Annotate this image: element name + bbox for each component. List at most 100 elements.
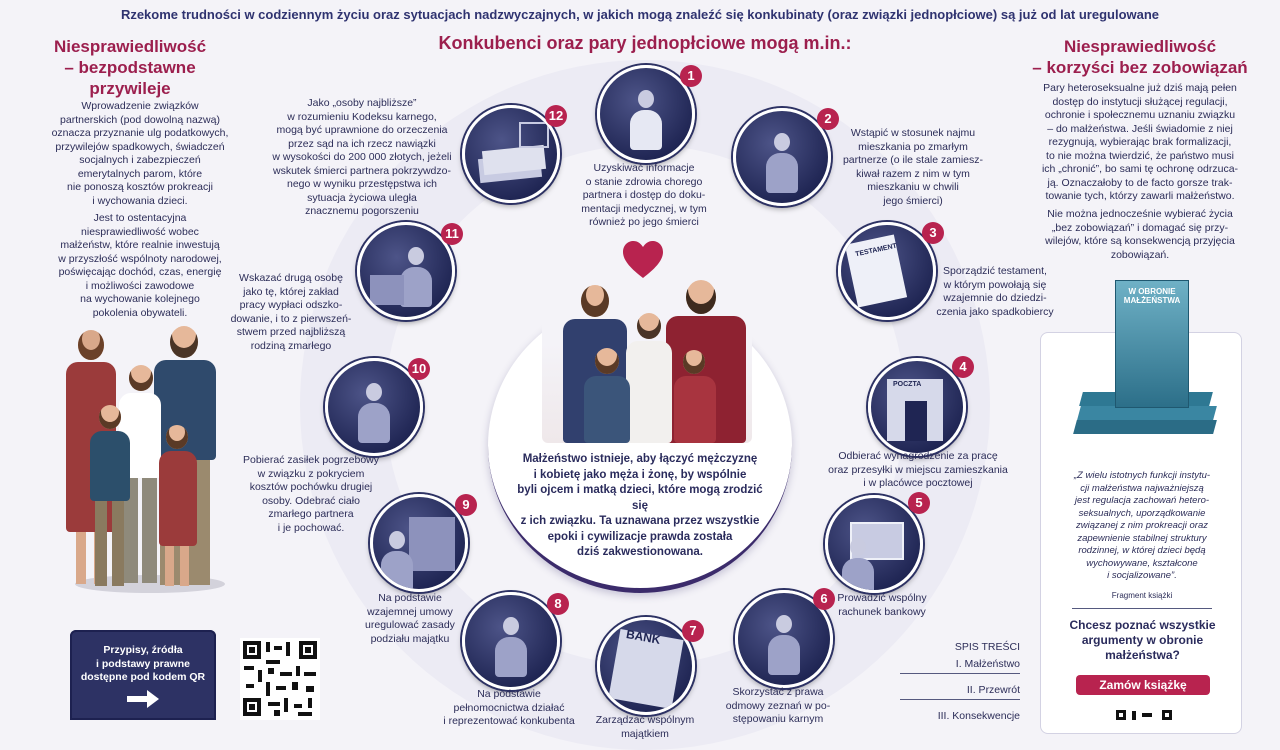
text-line: seksualnych, uporządkowanie [1078,507,1206,519]
text-line: – do małżeństwa. Jeśli świadomie z niej [1047,122,1233,135]
text-line: Wstąpić w stosunek najmu [850,127,976,139]
money-banknotes-icon [462,105,560,203]
text-line: osoby. Odebrać ciało [262,494,360,507]
item-number-9: 9 [455,494,477,516]
text-line: wychowywane, kształcone [1086,557,1198,569]
text-line: znacznemu pogorszeniu [305,205,419,217]
right-title: Niesprawiedliwość – korzyści bez zobowią… [1020,36,1260,78]
text-line: ich „chronić”, bo sami tę ochronę odrzuc… [1041,163,1239,175]
item-label-5: Prowadzić wspólny rachunek bankowy [832,592,932,619]
family-photo-left [55,320,235,595]
text-line: dostępne pod kodem QR [80,671,206,683]
quote-source: Fragment książki [1111,591,1173,600]
text-line: Na podstawie [477,688,541,700]
card-divider [1072,608,1212,609]
text-line: w którym powołają się [943,278,1047,291]
text-line: Przypisy, źródła [103,644,183,656]
book-title-line1: W OBRONIE [1128,287,1176,296]
grave-flowers-icon [357,222,455,320]
family-photo-center [542,278,752,443]
text-line: zapewnienie stabilnej struktury [1077,532,1207,544]
text-line: rachunek bankowy [838,605,926,618]
text-line: jest regulacja zachowań hetero- [1074,495,1210,506]
left-title-line2: – bezpodstawne [64,58,196,77]
item-label-12: Jako „osoby najbliższe” w rozumieniu Kod… [262,97,462,219]
left-paragraph-2: Jest to ostentacyjna niesprawiedliwość w… [40,212,240,320]
item-number-10: 10 [408,358,430,380]
text-line: małżeństwa? [1105,648,1180,662]
text-line: i możliwości zawodowe [85,279,195,292]
text-line: stwem przed najbliższą [236,326,346,338]
text-line: Wprowadzenie związków [81,100,199,112]
text-line: Małżeństwo istnieje, aby łączyć mężczyzn… [522,453,758,465]
text-line: nie ponoszą kosztów prokreacji [67,181,213,193]
text-line: pracy wypłaci odszko- [239,299,343,311]
mourning-person-icon [325,358,423,456]
text-line: socjalnych i zabezpieczeń [79,154,201,166]
header-subtitle: Rzekome trudności w codziennym życiu ora… [120,7,1160,22]
testament-document-icon: TESTAMENT [838,222,936,320]
text-line: wilejów, które są konsekwencją przyjęcia [1045,235,1235,247]
text-line: poświęcając dochód, czas, energię [58,266,222,278]
text-line: „bez zobowiązań” i domagać się przy- [1051,221,1229,234]
arrow-right-icon [127,690,159,708]
order-book-button[interactable]: Zamów książkę [1076,675,1210,695]
text-line: przywilejów spadkowych, świadczeń [55,140,225,153]
toc-label: II. Przewrót [966,684,1020,696]
text-line: pełnomocnictwa działać [453,701,565,714]
item-label-7: Zarządzać wspólnym majątkiem [590,714,700,741]
item-number-3: 3 [922,222,944,244]
text-line: zmarłego partnera [268,508,354,520]
text-line: uregulować zasady [365,619,455,631]
text-line: na wychowanie kolejnego [80,293,200,305]
text-line: ochronie i społecznemu uznaniu związku [1044,109,1236,121]
text-line: nego w wyniku przestępstwa ich [287,178,437,190]
text-line: o stanie zdrowia chorego [585,175,703,188]
text-line: towanie tych, którzy zawarli małżeństwo. [1045,190,1235,202]
text-line: i podstawy prawne [96,657,190,670]
text-line: Zarządzać wspólnym [595,714,695,726]
text-line: partnerskich (pod dowolną nazwą) [60,113,220,126]
item-label-8: Na podstawie pełnomocnictwa działać i re… [436,688,582,729]
item-number-8: 8 [547,593,569,615]
text-line: wzajemnej umowy [367,605,453,618]
text-line: Prowadzić wspólny [837,592,927,604]
text-line: mogą być uprawnione do orzeczenia [276,124,448,136]
text-line: jako tę, której zakład [243,285,339,298]
post-office-label: POCZTA [893,381,922,388]
text-line: zobowiązań. [1110,248,1170,261]
text-line: mentacji medycznej, w tym [581,202,707,215]
text-line: sytuacja życiowa uległa [307,191,417,204]
text-line: podziału majątku [370,632,450,645]
text-line: dostęp do instytucji służącej regulacji, [1052,95,1228,108]
left-title: Niesprawiedliwość – bezpodstawne przywil… [40,36,220,99]
right-paragraph-1: Pary heteroseksualne już dziś mają pełen… [1030,82,1250,204]
footnote-qr-box[interactable]: Przypisy, źródła i podstawy prawne dostę… [70,630,216,720]
right-paragraph-2: Nie można jednocześnie wybierać życia „b… [1030,208,1250,262]
text-line: Nie można jednocześnie wybierać życia [1047,208,1233,220]
text-line: Jako „osoby najbliższe” [307,97,417,109]
text-line: pokolenia obywateli. [92,306,188,319]
text-line: czenia jako spadkobiercy [936,305,1054,318]
item-label-11: Wskazać drugą osobę jako tę, której zakł… [228,272,354,353]
text-line: „Z wielu istotnych funkcji instytu- [1073,470,1211,481]
toc-item-2: II. Przewrót [900,684,1020,700]
item-number-1: 1 [680,65,702,87]
qr-code-left[interactable] [240,638,320,720]
text-line: ją. Oznaczałoby to de facto gorsze trak- [1047,176,1233,189]
text-line: emerytalnych parom, które [77,167,203,180]
text-line: i w placówce pocztowej [863,477,973,489]
text-line: Uzyskiwać informacje [593,162,695,174]
qr-code-right[interactable] [1114,708,1174,720]
item-number-11: 11 [441,223,463,245]
text-line: rodziną zmarłego [250,339,332,352]
item-number-12: 12 [545,105,567,127]
item-label-3: Sporządzić testament, w którym powołają … [930,265,1060,319]
book-stack-image[interactable]: W OBRONIE MAŁŻEŃSTWA [1073,280,1220,455]
post-office-icon: POCZTA [868,358,966,456]
text-line: Pary heteroseksualne już dziś mają pełen [1043,82,1237,94]
text-line: dowanie, i to z pierwszeń- [230,312,352,325]
item-number-4: 4 [952,356,974,378]
text-line: kiwał razem z nim w tym [856,167,970,180]
text-line: to nie można twierdzić, że państwo musi [1046,149,1234,162]
